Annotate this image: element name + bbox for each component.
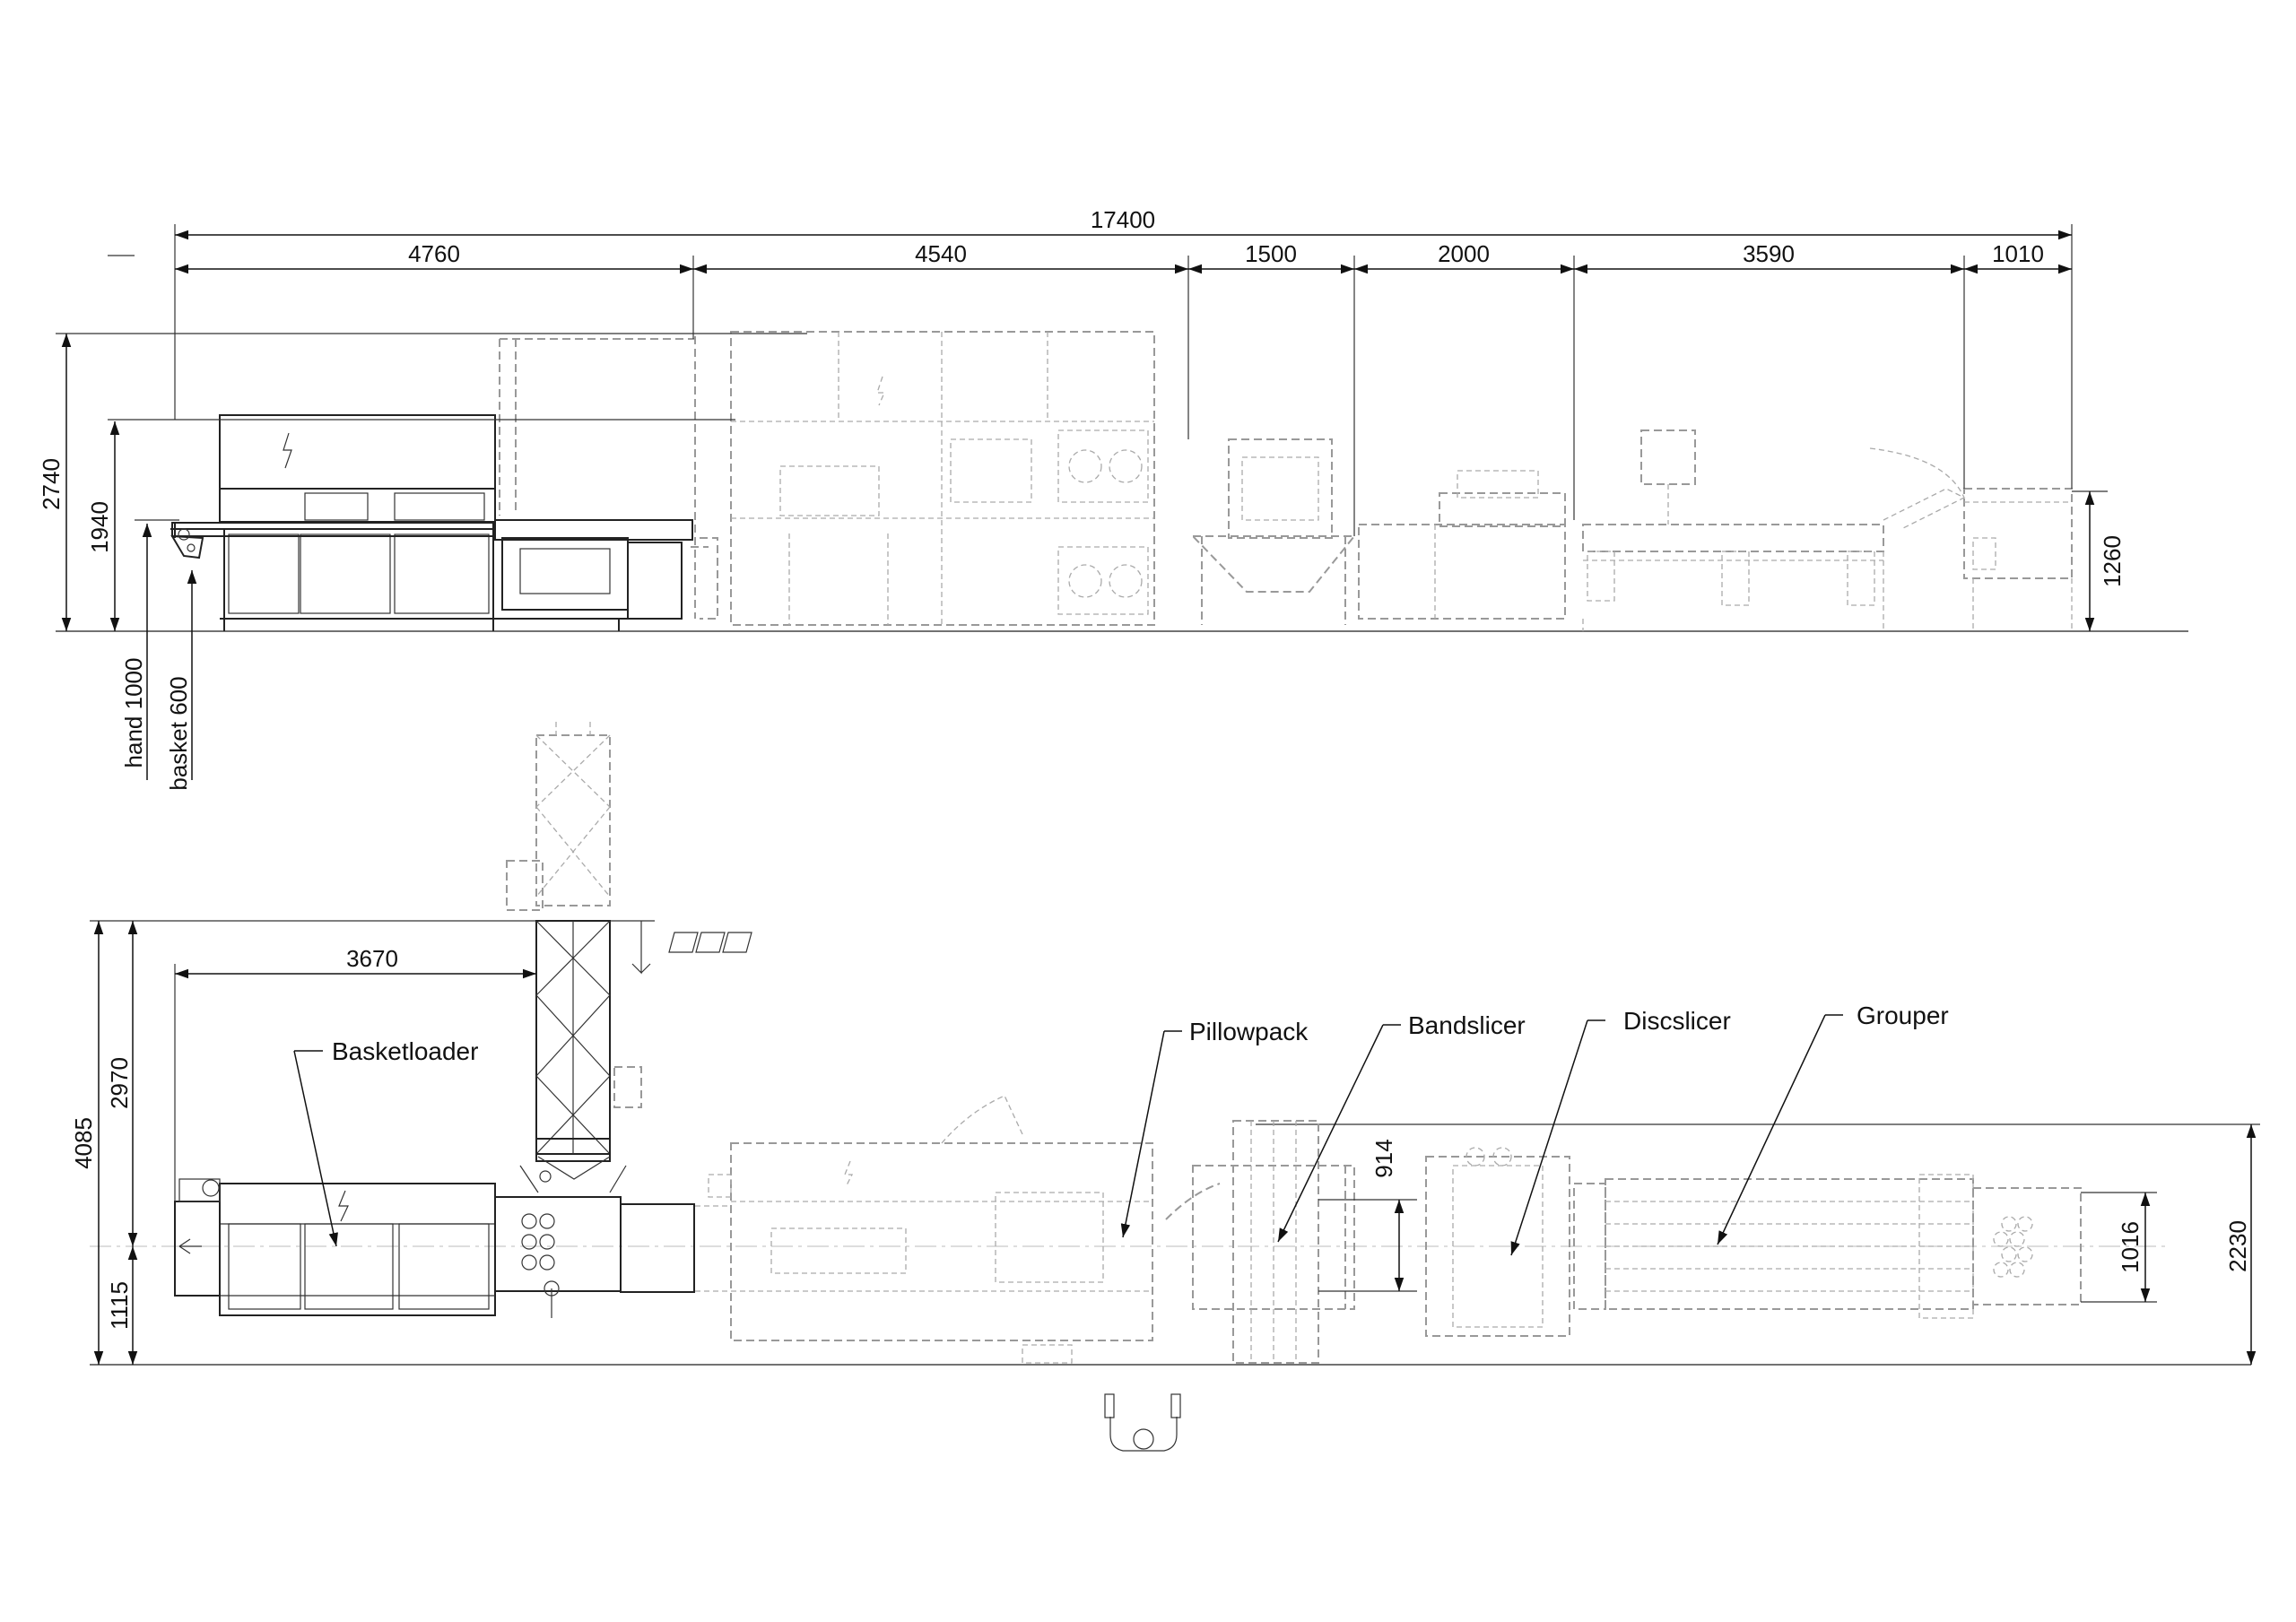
plan-dimensions: 4085 2970 1115 3670 914 1016 2230 [70,921,2257,1365]
dim-hand-height: hand 1000 [120,658,147,768]
direction-badge-icons [668,932,752,953]
grouper-plan [1605,1174,2082,1319]
discslicer-side [1358,470,1566,620]
bandslicer-side [1190,438,1357,625]
operator-icon [1104,1393,1181,1452]
label-bandslicer: Bandslicer [1408,1011,1526,1039]
dim-height-max: 2740 [38,458,65,510]
pillowpack-side [730,331,1155,626]
side-elevation-view: 17400 4760 4540 1500 2000 3590 1010 2740… [38,206,2188,791]
top-dimension-chain: 17400 4760 4540 1500 2000 3590 1010 [174,206,2073,536]
dim-plan-loader-length: 3670 [346,945,398,972]
pillowpack-plan [695,1095,1221,1364]
module-labels: Basketloader Pillowpack Bandslicer Discs… [293,1002,1949,1256]
label-pillowpack: Pillowpack [1189,1018,1309,1045]
dim-seg-pillowpack: 4540 [915,240,967,267]
dim-line-width: 2230 [2224,1220,2251,1272]
basketloader-side [170,414,693,631]
dim-plan-centerline-offset: 1115 [106,1281,133,1330]
label-grouper: Grouper [1857,1002,1949,1029]
lightning-bolt-icon [338,1190,349,1222]
plan-view: 4085 2970 1115 3670 914 1016 2230 Basket… [70,722,2260,1452]
grouper-side [1582,429,1966,631]
dim-height-hood: 1940 [86,501,113,553]
dim-bandslicer-width: 914 [1370,1139,1397,1177]
dim-plan-conveyor-reach: 2970 [106,1057,133,1109]
dim-seg-grouper: 3590 [1743,240,1795,267]
dim-seg-end: 1010 [1992,240,2044,267]
dim-seg-basketloader: 4760 [408,240,460,267]
label-discslicer: Discslicer [1623,1007,1731,1035]
outfeed-side [1963,488,2073,631]
dim-grouper-width: 1016 [2117,1221,2144,1273]
basketloader-plan [174,1156,695,1318]
dim-plan-width-total: 4085 [70,1117,97,1169]
infeed-frame-side [499,336,718,620]
discslicer-plan [1425,1147,1606,1337]
dim-seg-bandslicer: 1500 [1245,240,1297,267]
dim-overall-length: 17400 [1091,206,1155,233]
bandslicer-plan [1192,1120,1355,1364]
label-basketloader: Basketloader [332,1037,478,1065]
lightning-bolt-icon [283,432,292,469]
infeed-conveyor-plan [506,722,642,1162]
dim-basket-height: basket 600 [165,676,192,790]
height-dimensions: 2740 1940 hand 1000 basket 600 1260 [38,333,2126,791]
dim-outfeed-height: 1260 [2099,535,2126,587]
dim-seg-discslicer: 2000 [1438,240,1490,267]
flow-arrow-icon [178,920,655,1254]
